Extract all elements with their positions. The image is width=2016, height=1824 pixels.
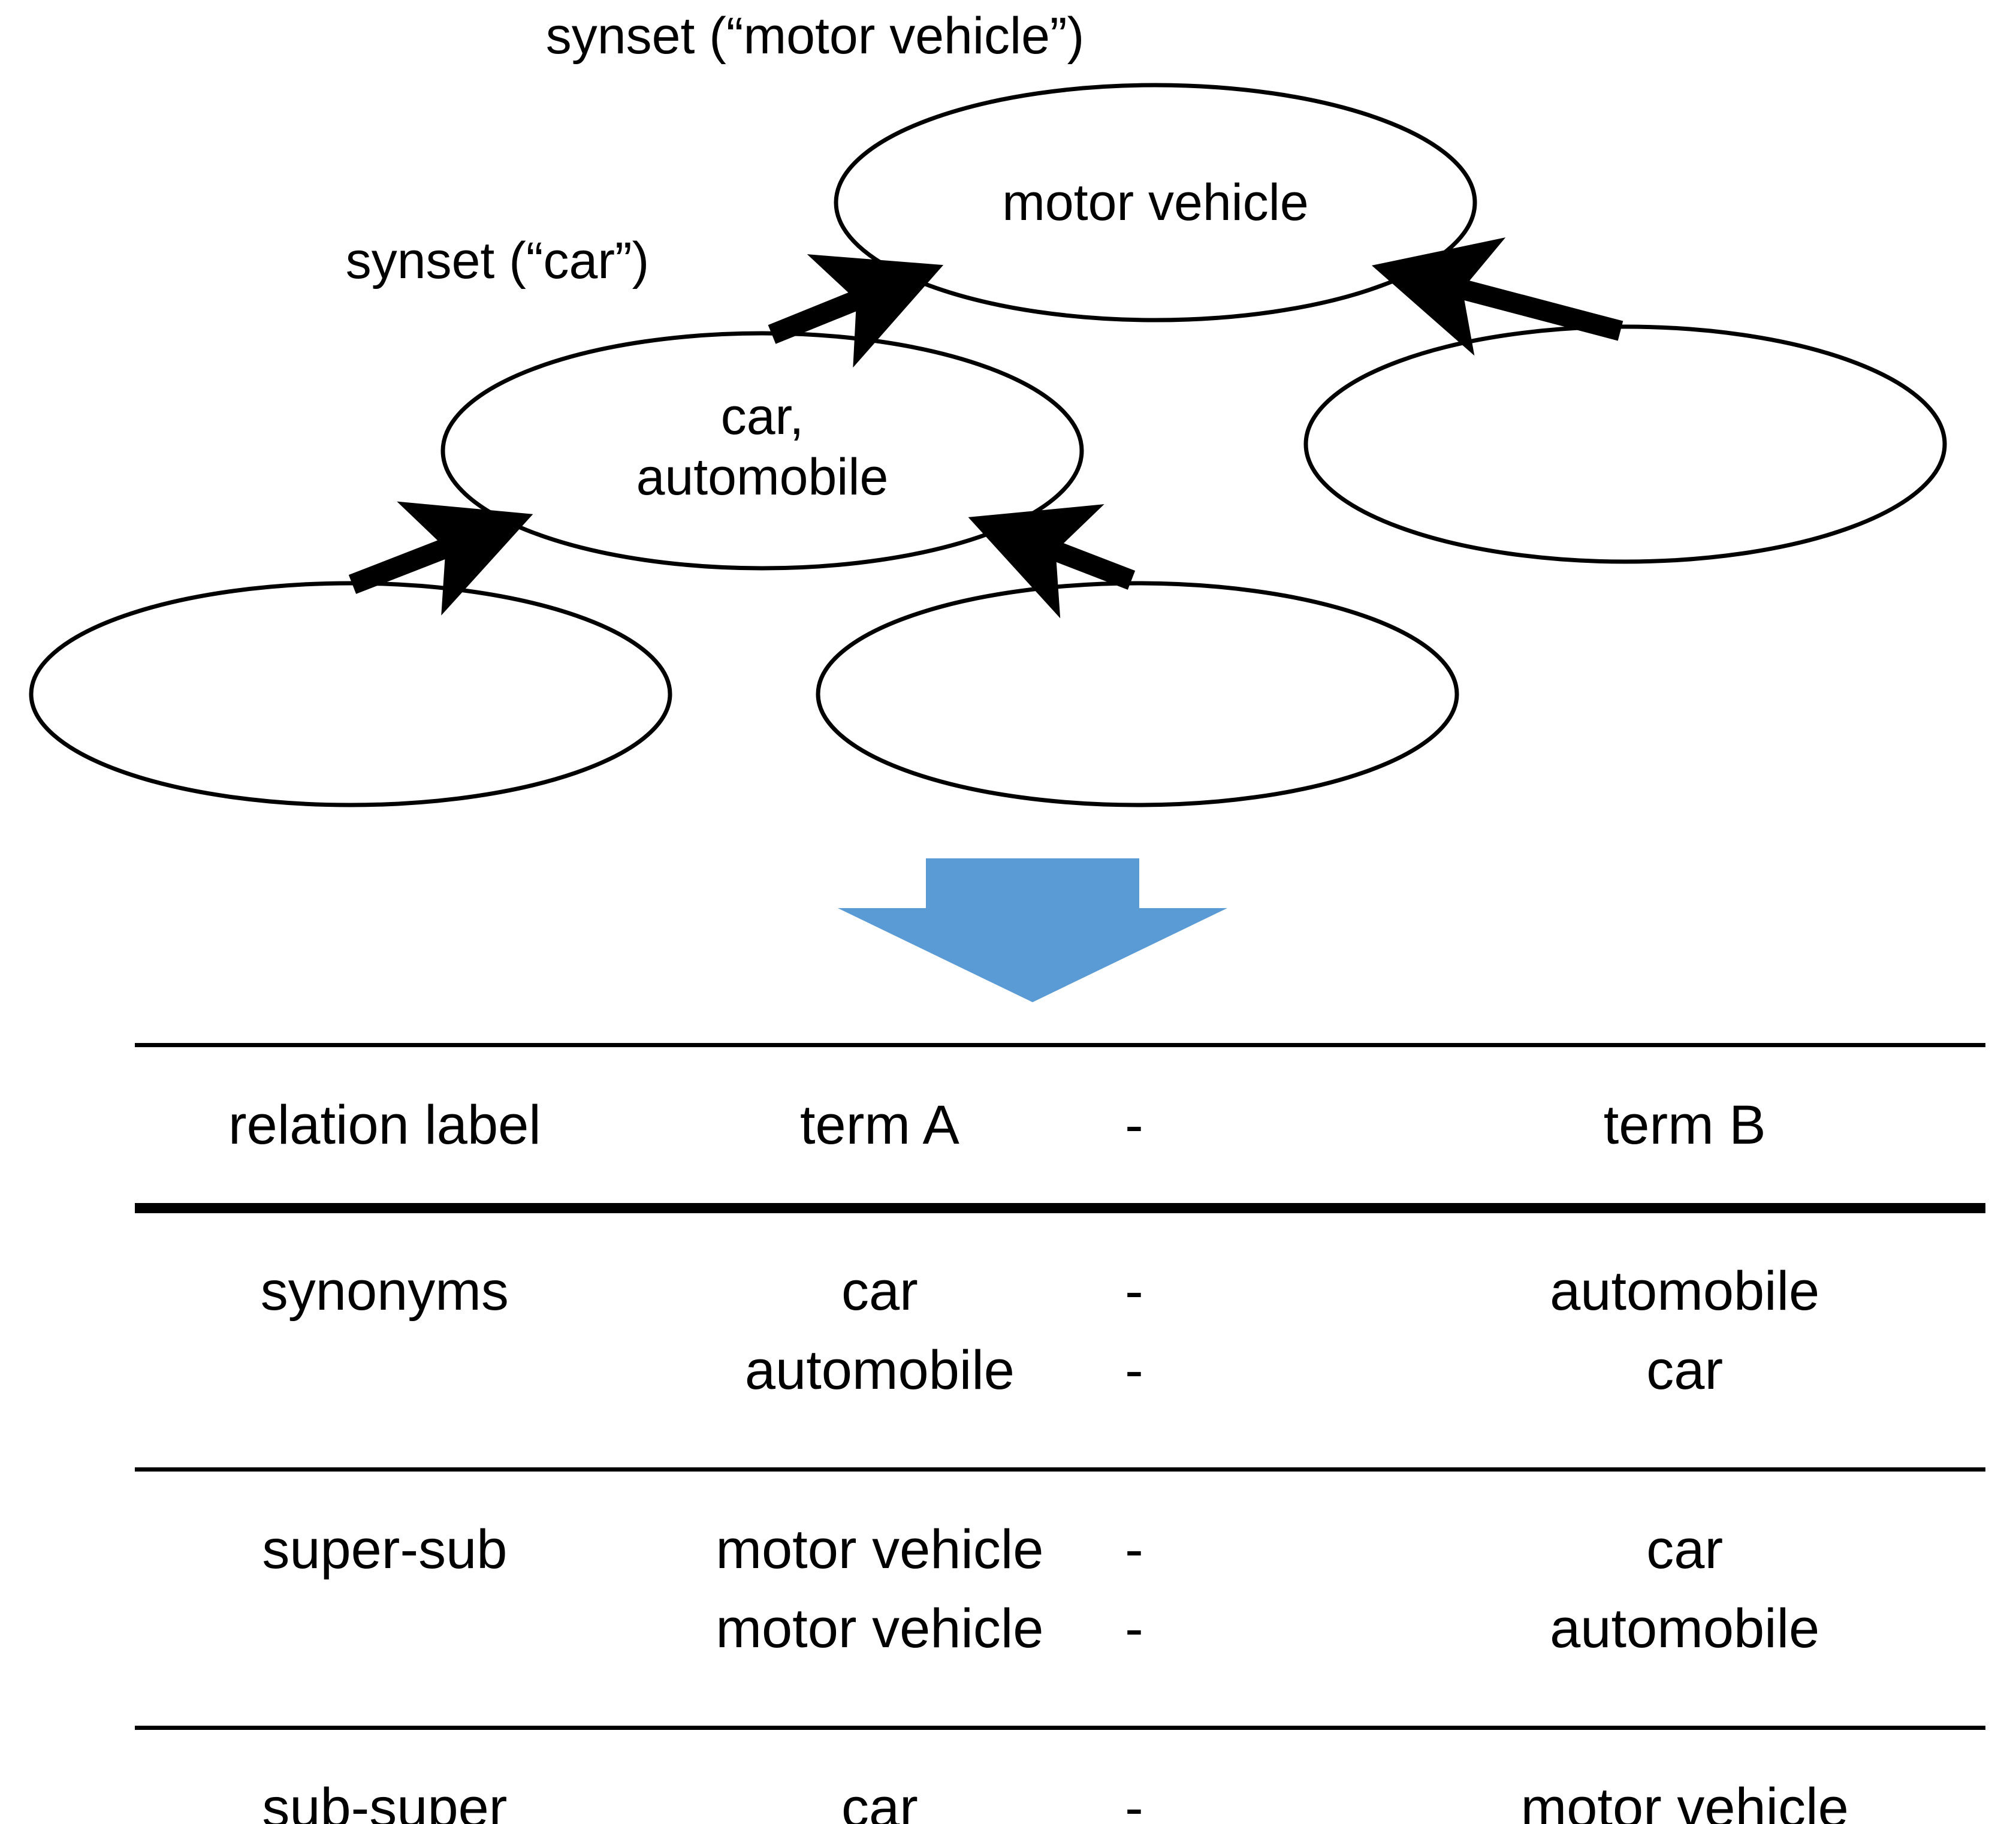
edge-bottom-middle-to-car (968, 504, 1136, 619)
table-header-spacer (135, 1047, 1985, 1086)
table-group-sub-super: sub-super car - motor vehicle automobile… (135, 1730, 1985, 1824)
cell-term-a: motor vehicle (716, 1597, 1044, 1659)
cell-term-b: automobile (1550, 1597, 1820, 1659)
node-bottom-left-empty[interactable] (29, 581, 672, 807)
cell-term-a: car (841, 1777, 918, 1824)
cell-term-b: car (1646, 1518, 1724, 1580)
node-motor-vehicle[interactable] (834, 83, 1477, 322)
node-bottom-middle-empty[interactable] (816, 581, 1459, 807)
group-label-super-sub: super-sub (262, 1518, 508, 1580)
edge-bottom-left-to-car (348, 501, 533, 616)
cell-term-b: motor vehicle (1520, 1777, 1849, 1824)
cell-term-a: automobile (744, 1339, 1015, 1401)
table-group-synonyms: synonyms car - automobile automobile - c… (135, 1213, 1985, 1467)
cell-dash: - (1125, 1518, 1143, 1580)
flow-arrow-down-icon (838, 858, 1227, 1002)
cell-term-a: car (841, 1260, 918, 1322)
group-label-synonyms: synonyms (260, 1260, 509, 1322)
diagram-canvas (29, 83, 1947, 1002)
table-group-super-sub: super-sub motor vehicle - car motor vehi… (135, 1472, 1985, 1726)
table-row[interactable]: super-sub motor vehicle - car (135, 1510, 1985, 1589)
cell-term-a: motor vehicle (716, 1518, 1044, 1580)
table-row[interactable]: sub-super car - motor vehicle (135, 1768, 1985, 1824)
table-row[interactable]: automobile - car (135, 1331, 1985, 1410)
table-row[interactable]: motor vehicle - automobile (135, 1589, 1985, 1668)
node-car-automobile[interactable] (440, 331, 1084, 571)
synset-diagram: motor vehicle car, automobile synset (“m… (29, 7, 1947, 1002)
table-top-rule (135, 1043, 1985, 1047)
cell-term-b: car (1646, 1339, 1724, 1401)
node-right-empty[interactable] (1303, 324, 1947, 564)
cell-dash: - (1125, 1777, 1143, 1824)
table-header-spacer-bottom (135, 1165, 1985, 1203)
table-row[interactable]: synonyms car - automobile (135, 1252, 1985, 1331)
cell-term-b: automobile (1550, 1260, 1820, 1322)
group-label-sub-super: sub-super (262, 1777, 508, 1824)
relations-table: relation label term A - term B s (135, 1043, 1985, 1824)
table-header-section: relation label term A - term B (135, 1047, 1985, 1203)
table-group-rule-2 (135, 1726, 1985, 1730)
table-group-rule-1 (135, 1467, 1985, 1472)
cell-dash: - (1125, 1339, 1143, 1401)
cell-dash: - (1125, 1597, 1143, 1659)
table-header-rule (135, 1203, 1985, 1213)
group-spacer-top (135, 1472, 1985, 1510)
group-spacer-top (135, 1730, 1985, 1768)
edge-right-to-motor-vehicle (1371, 237, 1623, 356)
group-spacer-bottom (135, 1410, 1985, 1467)
table-header-row: relation label term A - term B (135, 1086, 1985, 1165)
column-header-term-b: term B (1603, 1094, 1766, 1156)
edge-car-to-motor-vehicle (768, 254, 944, 368)
cell-dash: - (1125, 1260, 1143, 1322)
group-spacer-bottom (135, 1668, 1985, 1726)
group-spacer-top (135, 1213, 1985, 1252)
column-header-dash: - (1125, 1094, 1143, 1156)
column-header-term-a: term A (799, 1094, 959, 1156)
column-header-relation-label: relation label (228, 1094, 541, 1156)
